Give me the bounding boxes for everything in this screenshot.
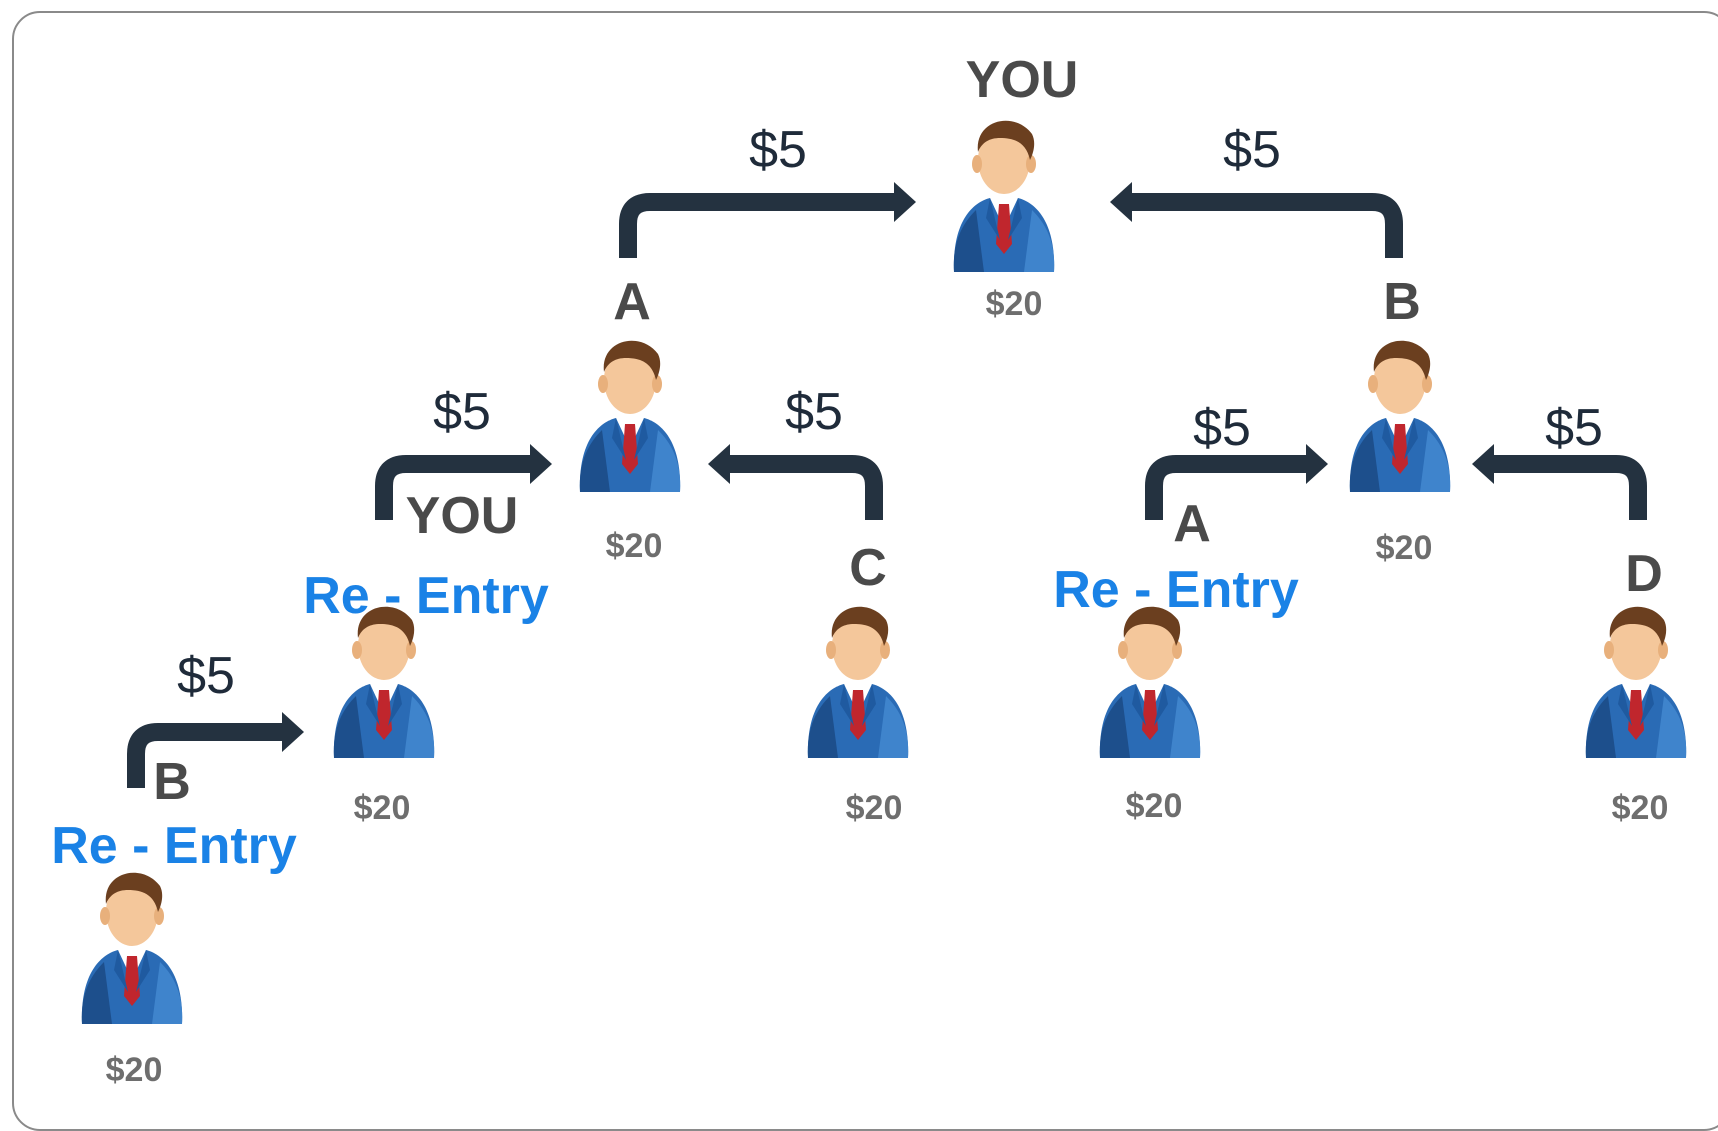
person-amount: $20 (1611, 789, 1669, 827)
arrow-line (1145, 455, 1306, 520)
person-amount: $20 (985, 285, 1043, 323)
payment-label: $5 (749, 121, 807, 179)
arrow-head (282, 712, 304, 752)
b-left-label: B (153, 753, 191, 811)
person-amount: $20 (845, 789, 903, 827)
arrow-head (1110, 182, 1132, 222)
a-right-label: A (1173, 495, 1211, 553)
payment-label: $5 (177, 647, 235, 705)
person-amount: $20 (605, 527, 663, 565)
arrow-head (708, 444, 730, 484)
payment-label: $5 (1545, 399, 1603, 457)
person-amount: $20 (1125, 787, 1183, 825)
person-icon (333, 606, 435, 758)
reentry-label-left-upper: Re - Entry (303, 567, 549, 625)
arrows (127, 182, 1647, 788)
arrow-head (1472, 444, 1494, 484)
person-icon (81, 872, 183, 1024)
referral-tree (81, 120, 1687, 1024)
c-label: C (849, 539, 887, 597)
arrow-line (375, 455, 530, 520)
payment-label: $5 (1223, 121, 1281, 179)
person-icon (1585, 606, 1687, 758)
reentry-label-right: Re - Entry (1053, 561, 1299, 619)
person-icon (579, 340, 681, 492)
arrow-line (619, 193, 894, 258)
payment-label: $5 (1193, 399, 1251, 457)
arrow-head (894, 182, 916, 222)
person-icon (1349, 340, 1451, 492)
payment-label: $5 (433, 383, 491, 441)
you-left-label: YOU (405, 487, 519, 545)
d-label: D (1625, 545, 1663, 603)
arrow-line (730, 455, 883, 520)
arrow-head (530, 444, 552, 484)
arrow-line (1494, 455, 1647, 520)
person-amount: $20 (105, 1051, 163, 1089)
person-amount: $20 (1375, 529, 1433, 567)
person-amount: $20 (353, 789, 411, 827)
reentry-label-left-lower: Re - Entry (51, 817, 297, 875)
person-icon (953, 120, 1055, 272)
a-mid-label: A (613, 273, 651, 331)
person-icon (1099, 606, 1201, 758)
person-icon (807, 606, 909, 758)
you-top-label: YOU (965, 51, 1079, 109)
arrow-line (1132, 193, 1403, 258)
payment-label: $5 (785, 383, 843, 441)
b-mid-label: B (1383, 273, 1421, 331)
arrow-head (1306, 444, 1328, 484)
arrow-line (127, 723, 282, 788)
